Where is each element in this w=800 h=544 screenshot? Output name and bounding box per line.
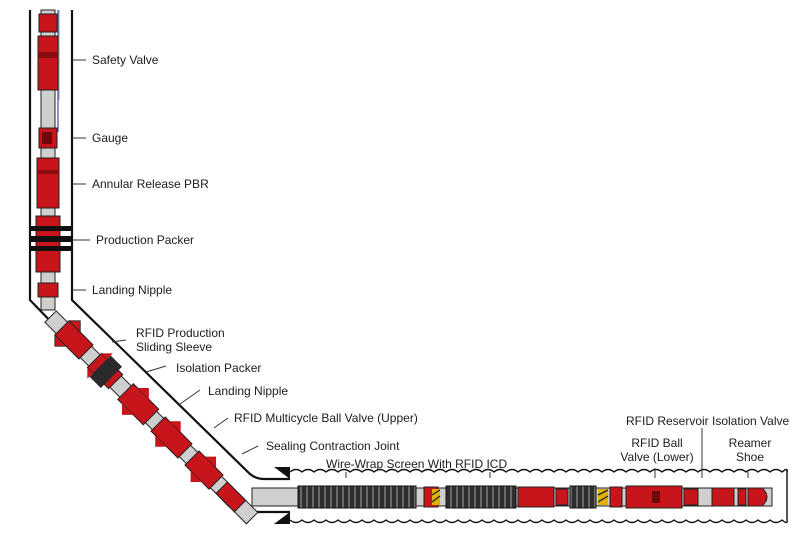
label-isolation-packer: Isolation Packer <box>176 361 262 375</box>
label-wire-wrap-screen: Wire-Wrap Screen With RFID ICD <box>326 457 508 471</box>
label-safety-valve: Safety Valve <box>92 53 159 67</box>
label-rfid-production-sliding-sleeve: RFID Production Sliding Sleeve <box>136 326 225 354</box>
label-line: Sliding Sleeve <box>136 340 213 354</box>
safety-valve-tool <box>37 13 59 91</box>
casing-shoe-right <box>274 467 290 479</box>
annular-release-pbr-tool <box>36 157 60 209</box>
gauge-tool <box>38 127 58 149</box>
screen-joint <box>569 485 597 509</box>
open-hole-upper-wall <box>289 468 788 473</box>
label-line: RFID Ball <box>631 436 683 450</box>
reamer-shoe-tool <box>747 487 768 507</box>
label-line: RFID Production <box>136 326 225 340</box>
label-annular-release-pbr: Annular Release PBR <box>92 177 209 191</box>
label-line: Valve (Lower) <box>620 450 694 464</box>
label-rfid-ball-valve-lower: RFID Ball Valve (Lower) <box>612 436 702 464</box>
reservoir-isolation-valve-tool <box>711 487 735 507</box>
wellbore-inner-wall <box>70 10 290 481</box>
label-landing-nipple-upper: Landing Nipple <box>92 283 173 297</box>
label-line: Shoe <box>735 450 765 464</box>
label-landing-nipple-lower: Landing Nipple <box>208 384 289 398</box>
landing-nipple-upper-tool <box>37 282 59 298</box>
icd-hazard-band <box>431 489 441 505</box>
label-reamer-shoe: Reamer Shoe <box>722 436 778 464</box>
label-rfid-multicycle-ball-valve-upper: RFID Multicycle Ball Valve (Upper) <box>234 411 418 425</box>
casing-shoe-left <box>274 512 290 524</box>
label-production-packer: Production Packer <box>96 233 195 247</box>
label-line: Reamer <box>728 436 772 450</box>
leader-lines <box>72 59 749 478</box>
label-sealing-contraction-joint: Sealing Contraction Joint <box>266 439 400 453</box>
production-packer-tool <box>30 215 72 273</box>
screen-joint <box>445 485 517 509</box>
open-hole-lower-wall <box>289 519 788 524</box>
label-gauge: Gauge <box>92 131 129 145</box>
label-rfid-reservoir-isolation-valve: RFID Reservoir Isolation Valve <box>626 414 790 428</box>
screen-joint <box>297 485 417 509</box>
inclined-string <box>44 310 259 525</box>
icd-hazard-band <box>597 489 609 505</box>
horizontal-string <box>251 485 773 509</box>
